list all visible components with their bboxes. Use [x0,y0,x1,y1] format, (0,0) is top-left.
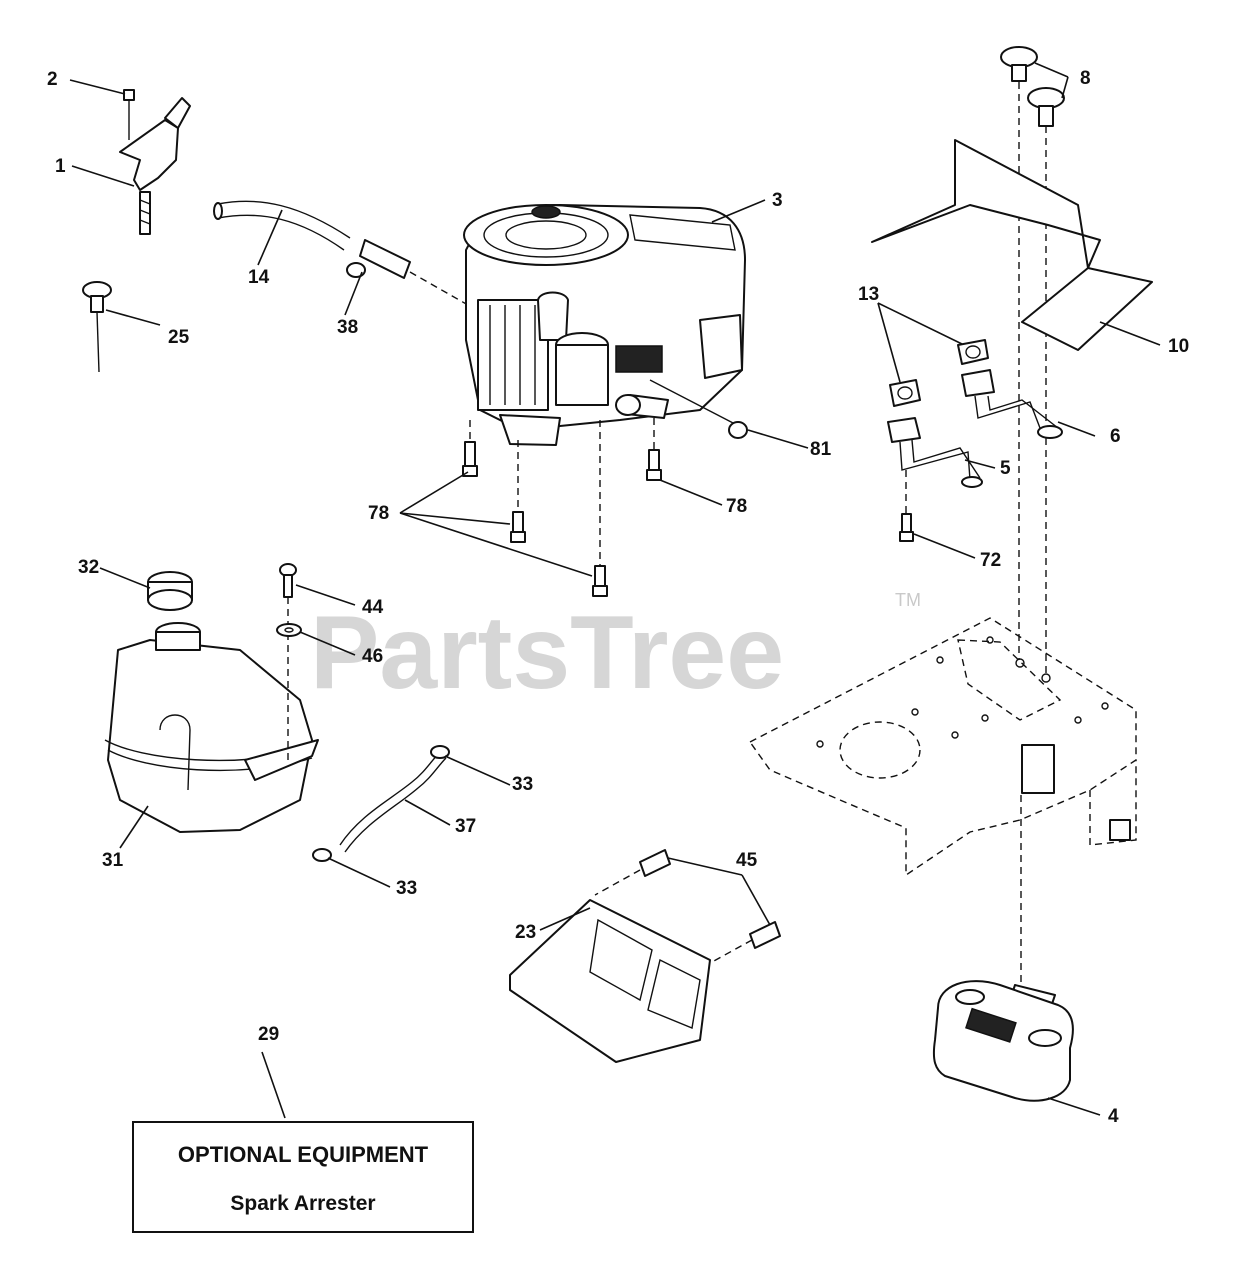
callout-44: 44 [362,597,384,618]
callout-4: 4 [1108,1106,1119,1127]
callout-5: 5 [1000,458,1011,479]
part-throttle-bracket [119,89,191,235]
part-fuel-line-37 [339,751,447,853]
callout-6: 6 [1110,426,1121,447]
optional-equipment-box: OPTIONAL EQUIPMENT Spark Arrester [132,1121,474,1233]
part-engine [463,204,746,446]
callout-29: 29 [258,1024,279,1045]
part-fuel-filter [346,239,469,306]
watermark: PartsTree [310,595,784,711]
callout-13: 13 [858,284,879,305]
watermark-trademark: TM [895,590,921,610]
part-muffler-4 [932,795,1074,1102]
callout-labels: 1 2 3 4 5 6 8 10 13 14 23 25 29 31 32 33… [47,68,1189,1127]
callout-1: 1 [55,156,66,177]
callout-78b: 78 [726,496,747,517]
callout-33b: 33 [396,878,417,899]
part-choke-knob [82,281,112,373]
callout-81: 81 [810,439,832,460]
part-fuel-tank-31 [104,622,319,833]
part-engine-mount-plate [748,617,1137,877]
callout-31: 31 [102,850,124,871]
leader-lines [69,62,1161,1119]
part-nut-81 [649,379,748,439]
part-exhaust-pipe-6 [961,369,1063,439]
part-screws-45 [639,849,781,949]
part-fuel-cap-32 [147,571,193,611]
optional-equipment-subtitle: Spark Arrester [230,1192,375,1215]
callout-33a: 33 [512,774,533,795]
optional-equipment-title: OPTIONAL EQUIPMENT [178,1142,429,1167]
part-knobs-8 [1000,46,1065,675]
callout-3: 3 [772,190,783,211]
callout-78a: 78 [368,503,389,524]
callout-2: 2 [47,69,58,90]
callout-23: 23 [515,922,536,943]
callout-45: 45 [736,850,758,871]
callout-46: 46 [362,646,383,667]
part-fuel-hose [213,200,351,251]
part-screw-44 [279,563,297,760]
callout-8: 8 [1080,68,1091,89]
part-gaskets-13 [889,339,989,407]
callout-37: 37 [455,816,476,837]
part-clamps-33 [312,745,450,862]
part-washer-46 [276,623,302,637]
callout-25: 25 [168,327,190,348]
callout-38: 38 [337,317,358,338]
part-bracket-23 [509,869,753,1063]
callout-32: 32 [78,557,99,578]
callout-14: 14 [248,267,270,288]
callout-72: 72 [980,550,1001,571]
part-bolts-78 [462,418,662,597]
part-exhaust-pipe-5 [887,417,983,542]
callout-10: 10 [1168,336,1189,357]
part-heat-shield-10 [871,139,1153,351]
